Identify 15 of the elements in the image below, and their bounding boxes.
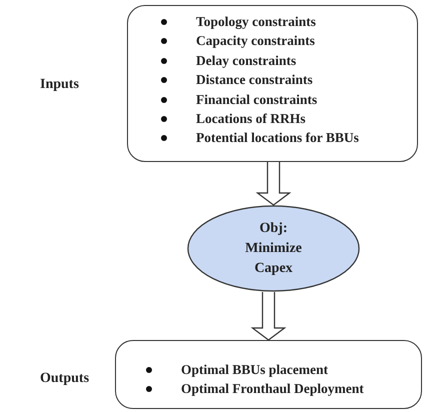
- list-item: Financial constraints: [196, 92, 318, 108]
- list-item: Locations of RRHs: [196, 111, 306, 127]
- outputs-box: [115, 340, 422, 409]
- list-item: Optimal Fronthaul Deployment: [181, 381, 364, 397]
- list-item: Optimal BBUs placement: [181, 362, 328, 378]
- stage-label: Inputs: [40, 77, 79, 93]
- objective-text: Obj: Minimize Capex: [244, 220, 303, 278]
- stage-label: Outputs: [40, 371, 90, 387]
- inputs-box: [127, 5, 418, 162]
- list-item: Topology constraints: [196, 14, 316, 30]
- list-item: Delay constraints: [196, 52, 296, 69]
- list-item: Capacity constraints: [196, 33, 315, 50]
- list-item: Distance constraints: [196, 72, 313, 88]
- list-item: Potential locations for BBUs: [196, 130, 359, 146]
- objective-ellipse: [187, 205, 360, 292]
